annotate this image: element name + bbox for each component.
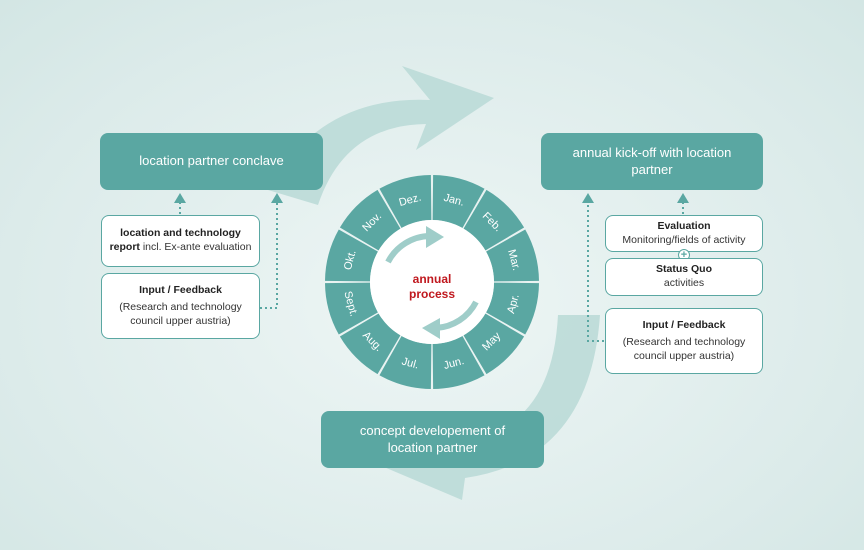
month-sector: [463, 189, 525, 251]
month-label: Mar.: [505, 248, 522, 272]
left-input-box: Input / Feedback (Research and technolog…: [101, 273, 260, 339]
month-label: Jan.: [442, 192, 465, 209]
concept-box: concept developement of location partner: [321, 411, 544, 468]
status-box: Status Quo activities: [605, 258, 763, 296]
inner-arrow-bottom-head: [422, 318, 440, 339]
arrowhead-3: [677, 193, 689, 203]
month-sector: [432, 175, 485, 228]
wheel-center: [370, 220, 494, 344]
month-label: Jul.: [400, 356, 420, 372]
month-sector: [379, 175, 432, 228]
evaluation-box: Evaluation Monitoring/fields of activity: [605, 215, 763, 252]
month-sector: [463, 313, 525, 375]
top-cycle-arrow: [268, 66, 494, 205]
month-sector: [325, 282, 378, 335]
month-sector: [325, 229, 378, 282]
conclave-label: location partner conclave: [139, 153, 284, 169]
right-input-text: (Research and technology council upper a…: [622, 336, 746, 362]
connector-input-conclave: [260, 202, 278, 309]
conclave-box: location partner conclave: [100, 133, 323, 190]
arrowhead-2: [271, 193, 283, 203]
kickoff-box: annual kick-off with location partner: [541, 133, 763, 190]
arrowhead-4: [582, 193, 594, 203]
inner-arrow-bottom: [435, 300, 479, 331]
center-label-line2: process: [409, 287, 455, 301]
month-sector: [379, 336, 432, 389]
inner-arrow-top: [385, 233, 431, 264]
inner-arrow-top-head: [426, 226, 444, 248]
month-label: Apr.: [505, 293, 522, 315]
month-sector: [486, 229, 539, 282]
right-input-box: Input / Feedback (Research and technolog…: [605, 308, 763, 374]
report-text: location and technology report incl. Ex-…: [108, 227, 253, 254]
arrowhead-1: [174, 193, 186, 203]
month-label: Okt.: [342, 249, 359, 272]
status-text: activities: [663, 277, 705, 289]
evaluation-text: Monitoring/fields of activity: [622, 233, 746, 246]
evaluation-title: Evaluation: [657, 219, 711, 232]
report-rest: incl. Ex-ante evaluation: [139, 241, 252, 253]
connector-input-kickoff: [587, 202, 604, 342]
report-title: location and technology report: [109, 227, 241, 253]
month-sector: [339, 189, 401, 251]
kickoff-label: annual kick-off with location partner: [572, 144, 732, 177]
month-label: Dez.: [398, 192, 423, 209]
month-sector: [339, 313, 401, 375]
center-label-line1: annual: [413, 272, 452, 286]
month-sector: [486, 282, 539, 335]
wheel-sectors: [325, 175, 539, 389]
month-label: Jun.: [442, 355, 465, 372]
month-sector: [432, 336, 485, 389]
report-box: location and technology report incl. Ex-…: [101, 215, 260, 267]
right-input-title: Input / Feedback: [642, 318, 726, 331]
concept-label: concept developement of location partner: [359, 422, 506, 455]
status-title: Status Quo: [655, 263, 712, 276]
left-input-text: (Research and technology council upper a…: [119, 301, 242, 327]
left-input-title: Input / Feedback: [139, 283, 222, 296]
